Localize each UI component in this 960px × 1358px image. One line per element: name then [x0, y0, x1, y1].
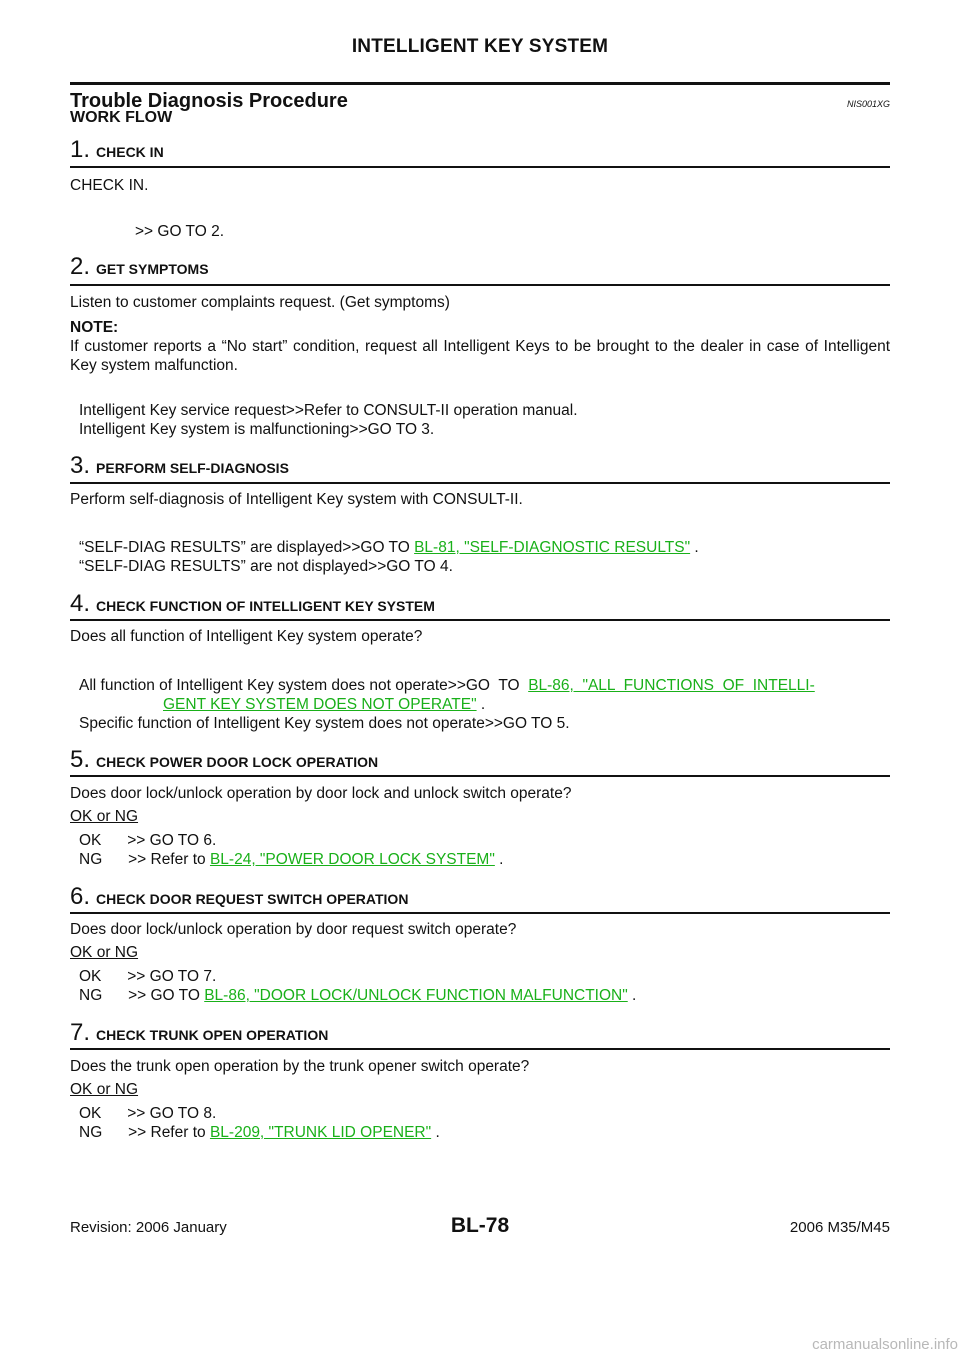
step-6-number: 6. [70, 883, 91, 910]
step-3-divider [70, 482, 890, 484]
step-3-title: PERFORM SELF-DIAGNOSIS [96, 460, 289, 476]
step-4-result-1-suffix: . [476, 696, 486, 713]
step-5-ng-result: NG >> Refer to BL-24, "POWER DOOR LOCK S… [79, 851, 503, 869]
section-subtitle: WORK FLOW [70, 109, 173, 126]
step-2-number: 2. [70, 253, 91, 280]
step-6-text: Does door lock/unlock operation by door … [70, 921, 517, 938]
step-4-result-2: Specific function of Intelligent Key sys… [79, 715, 570, 732]
step-1-title: CHECK IN [96, 144, 164, 160]
step-4-heading: 4. CHECK FUNCTION OF INTELLIGENT KEY SYS… [70, 590, 435, 618]
step-7-title: CHECK TRUNK OPEN OPERATION [96, 1027, 329, 1043]
step-7-text: Does the trunk open operation by the tru… [70, 1058, 530, 1075]
step-5-ng-link[interactable]: BL-24, "POWER DOOR LOCK SYSTEM" [209, 851, 495, 868]
step-3-heading: 3. PERFORM SELF-DIAGNOSIS [70, 452, 289, 480]
step-3-number: 3. [70, 452, 91, 479]
step-7-ng-link[interactable]: BL-209, "TRUNK LID OPENER" [209, 1124, 432, 1141]
step-1-number: 1. [70, 136, 91, 163]
footer-model: 2006 M35/M45 [789, 1219, 890, 1236]
footer-page-number: BL-78 [450, 1214, 510, 1237]
step-3-result-1: “SELF-DIAG RESULTS” are displayed>>GO TO… [79, 538, 699, 557]
step-5-ok-or-ng: OK or NG [70, 808, 139, 825]
step-4-result-link-part-1[interactable]: BL-86, "ALL FUNCTIONS OF INTELLI- [528, 677, 815, 694]
step-1-divider [70, 166, 890, 168]
step-5-divider [70, 775, 890, 777]
step-1-result: >> GO TO 2. [135, 223, 225, 240]
step-5-number: 5. [70, 746, 91, 773]
step-7-number: 7. [70, 1019, 91, 1046]
step-2-note-text: If customer reports a “No start” conditi… [70, 338, 890, 374]
step-2-result-1: Intelligent Key service request>>Refer t… [79, 402, 578, 419]
step-4-result-1-prefix: All function of Intelligent Key system d… [79, 677, 529, 694]
step-5-ng-suffix: . [494, 851, 504, 868]
step-2-title: GET SYMPTOMS [96, 261, 209, 277]
step-1-heading: 1. CHECK IN [70, 136, 164, 164]
step-7-divider [70, 1048, 890, 1050]
step-3-text: Perform self-diagnosis of Intelligent Ke… [70, 491, 523, 508]
step-6-heading: 6. CHECK DOOR REQUEST SWITCH OPERATION [70, 883, 408, 911]
step-6-ok-result: OK >> GO TO 7. [79, 968, 217, 985]
section-code: NIS001XG [846, 99, 890, 109]
header-divider [70, 82, 890, 85]
step-3-result-2: “SELF-DIAG RESULTS” are not displayed>>G… [79, 558, 453, 575]
step-7-ok-result: OK >> GO TO 8. [79, 1105, 217, 1122]
step-5-heading: 5. CHECK POWER DOOR LOCK OPERATION [70, 746, 378, 774]
step-7-ng-result: NG >> Refer to BL-209, "TRUNK LID OPENER… [79, 1124, 440, 1142]
step-3-result-1-suffix: . [690, 539, 699, 556]
section-title: Trouble Diagnosis Procedure [70, 90, 348, 112]
step-6-ng-suffix: . [627, 987, 637, 1004]
step-6-ng-prefix: NG >> GO TO [79, 987, 205, 1004]
step-4-result-1-cont: GENT KEY SYSTEM DOES NOT OPERATE" . [163, 695, 485, 714]
step-5-text: Does door lock/unlock operation by door … [70, 785, 572, 802]
step-6-title: CHECK DOOR REQUEST SWITCH OPERATION [96, 891, 409, 907]
step-4-text: Does all function of Intelligent Key sys… [70, 628, 423, 645]
step-5-ng-prefix: NG >> Refer to [79, 851, 210, 868]
step-4-divider [70, 619, 890, 621]
step-3-result-link[interactable]: BL-81, "SELF-DIAGNOSTIC RESULTS" [414, 539, 691, 556]
step-6-divider [70, 912, 890, 914]
step-2-text: Listen to customer complaints request. (… [70, 294, 450, 311]
step-2-result-2: Intelligent Key system is malfunctioning… [79, 421, 435, 438]
step-2-note-label: NOTE: [70, 319, 119, 336]
step-4-title: CHECK FUNCTION OF INTELLIGENT KEY SYSTEM [96, 598, 435, 614]
step-3-result-1-prefix: “SELF-DIAG RESULTS” are displayed>>GO TO [79, 539, 415, 556]
step-5-ok-result: OK >> GO TO 6. [79, 832, 217, 849]
step-2-heading: 2. GET SYMPTOMS [70, 253, 209, 281]
page-header-title: INTELLIGENT KEY SYSTEM [351, 36, 609, 57]
step-4-result-link-part-2[interactable]: GENT KEY SYSTEM DOES NOT OPERATE" [163, 696, 477, 713]
step-2-divider [70, 284, 890, 286]
step-5-title: CHECK POWER DOOR LOCK OPERATION [96, 754, 379, 770]
step-4-result-1: All function of Intelligent Key system d… [79, 676, 815, 695]
watermark: carmanualsonline.info [812, 1336, 958, 1353]
step-1-text: CHECK IN. [70, 177, 149, 194]
footer-revision: Revision: 2006 January [70, 1219, 227, 1236]
step-7-heading: 7. CHECK TRUNK OPEN OPERATION [70, 1019, 328, 1047]
step-6-ng-link[interactable]: BL-86, "DOOR LOCK/UNLOCK FUNCTION MALFUN… [204, 987, 628, 1004]
step-7-ng-prefix: NG >> Refer to [79, 1124, 210, 1141]
step-6-ok-or-ng: OK or NG [70, 944, 139, 961]
step-7-ok-or-ng: OK or NG [70, 1081, 139, 1098]
step-4-number: 4. [70, 590, 91, 617]
step-6-ng-result: NG >> GO TO BL-86, "DOOR LOCK/UNLOCK FUN… [79, 987, 636, 1005]
step-7-ng-suffix: . [431, 1124, 440, 1141]
